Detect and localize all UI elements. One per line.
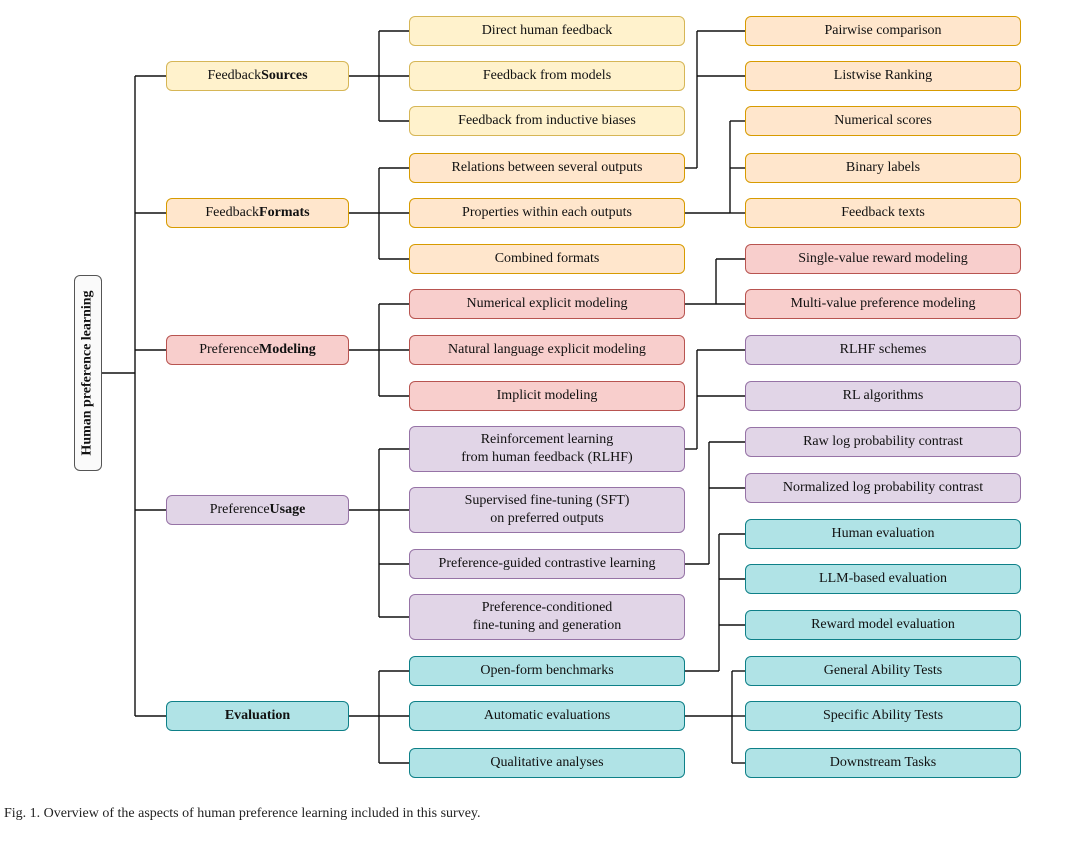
category-label: Formats (259, 205, 310, 220)
subcategory-node: Numerical explicit modeling (409, 289, 685, 319)
category-node: Preference Usage (166, 495, 349, 525)
subcategory-label: Reinforcement learning from human feedba… (461, 432, 633, 465)
leaf-node: Human evaluation (745, 519, 1021, 549)
leaf-node: Single-value reward modeling (745, 244, 1021, 274)
subcategory-label: Qualitative analyses (490, 755, 604, 770)
leaf-label: Numerical scores (834, 113, 932, 128)
leaf-node: General Ability Tests (745, 656, 1021, 686)
subcategory-node: Feedback from models (409, 61, 685, 91)
leaf-label: LLM-based evaluation (819, 571, 947, 586)
subcategory-node: Natural language explicit modeling (409, 335, 685, 365)
subcategory-label: Natural language explicit modeling (448, 342, 646, 357)
leaf-label: Human evaluation (831, 526, 935, 541)
leaf-label: Single-value reward modeling (798, 251, 968, 266)
leaf-node: Specific Ability Tests (745, 701, 1021, 731)
leaf-label: Binary labels (845, 160, 921, 175)
leaf-label: Specific Ability Tests (822, 708, 944, 723)
leaf-node: Binary labels (745, 153, 1021, 183)
leaf-node: Reward model evaluation (745, 610, 1021, 640)
subcategory-node: Feedback from inductive biases (409, 106, 685, 136)
subcategory-node: Implicit modeling (409, 381, 685, 411)
leaf-label: RL algorithms (842, 388, 924, 403)
subcategory-label: Numerical explicit modeling (466, 296, 628, 311)
subcategory-node: Automatic evaluations (409, 701, 685, 731)
category-node: Preference Modeling (166, 335, 349, 365)
leaf-node: RL algorithms (745, 381, 1021, 411)
leaf-node: Normalized log probability contrast (745, 473, 1021, 503)
subcategory-label: Automatic evaluations (483, 708, 611, 723)
leaf-node: Raw log probability contrast (745, 427, 1021, 457)
category-node: Evaluation (166, 701, 349, 731)
leaf-node: Multi-value preference modeling (745, 289, 1021, 319)
leaf-node: Feedback texts (745, 198, 1021, 228)
subcategory-node: Supervised fine-tuning (SFT) on preferre… (409, 487, 685, 533)
leaf-node: RLHF schemes (745, 335, 1021, 365)
subcategory-label: Preference-conditioned fine-tuning and g… (472, 600, 622, 633)
root-node: Human preference learning (74, 275, 102, 471)
leaf-label: Downstream Tasks (829, 755, 937, 770)
category-label: Usage (269, 502, 306, 517)
category-node: Feedback Sources (166, 61, 349, 91)
category-label: Sources (261, 68, 308, 83)
subcategory-node: Qualitative analyses (409, 748, 685, 778)
category-prefix: Preference (209, 502, 270, 517)
subcategory-node: Preference-guided contrastive learning (409, 549, 685, 579)
leaf-node: Numerical scores (745, 106, 1021, 136)
subcategory-node: Direct human feedback (409, 16, 685, 46)
leaf-label: Listwise Ranking (833, 68, 933, 83)
subcategory-label: Implicit modeling (496, 388, 598, 403)
subcategory-label: Feedback from models (482, 68, 612, 83)
subcategory-label: Relations between several outputs (451, 160, 643, 175)
subcategory-node: Combined formats (409, 244, 685, 274)
leaf-label: Feedback texts (841, 205, 925, 220)
leaf-label: Raw log probability contrast (803, 434, 963, 449)
subcategory-node: Relations between several outputs (409, 153, 685, 183)
subcategory-label: Supervised fine-tuning (SFT) on preferre… (464, 493, 630, 526)
subcategory-node: Open-form benchmarks (409, 656, 685, 686)
leaf-label: Reward model evaluation (811, 617, 955, 632)
subcategory-node: Reinforcement learning from human feedba… (409, 426, 685, 472)
subcategory-label: Preference-guided contrastive learning (438, 556, 656, 571)
leaf-label: General Ability Tests (823, 663, 943, 678)
leaf-node: Pairwise comparison (745, 16, 1021, 46)
category-node: Feedback Formats (166, 198, 349, 228)
root-label: Human preference learning (80, 290, 96, 456)
category-prefix: Preference (199, 342, 260, 357)
leaf-node: Listwise Ranking (745, 61, 1021, 91)
subcategory-label: Properties within each outputs (462, 205, 632, 220)
leaf-label: RLHF schemes (839, 342, 927, 357)
category-label: Modeling (259, 342, 316, 357)
category-prefix: Feedback (207, 68, 262, 83)
leaf-label: Pairwise comparison (824, 23, 942, 38)
leaf-node: Downstream Tasks (745, 748, 1021, 778)
subcategory-node: Properties within each outputs (409, 198, 685, 228)
leaf-node: LLM-based evaluation (745, 564, 1021, 594)
category-prefix: Feedback (205, 205, 260, 220)
figure-caption: Fig. 1. Overview of the aspects of human… (4, 806, 481, 821)
subcategory-label: Combined formats (494, 251, 600, 266)
subcategory-node: Preference-conditioned fine-tuning and g… (409, 594, 685, 640)
subcategory-label: Feedback from inductive biases (458, 113, 636, 128)
subcategory-label: Open-form benchmarks (480, 663, 614, 678)
subcategory-label: Direct human feedback (481, 23, 613, 38)
leaf-label: Multi-value preference modeling (790, 296, 976, 311)
leaf-label: Normalized log probability contrast (782, 480, 984, 495)
category-label: Evaluation (224, 708, 291, 723)
